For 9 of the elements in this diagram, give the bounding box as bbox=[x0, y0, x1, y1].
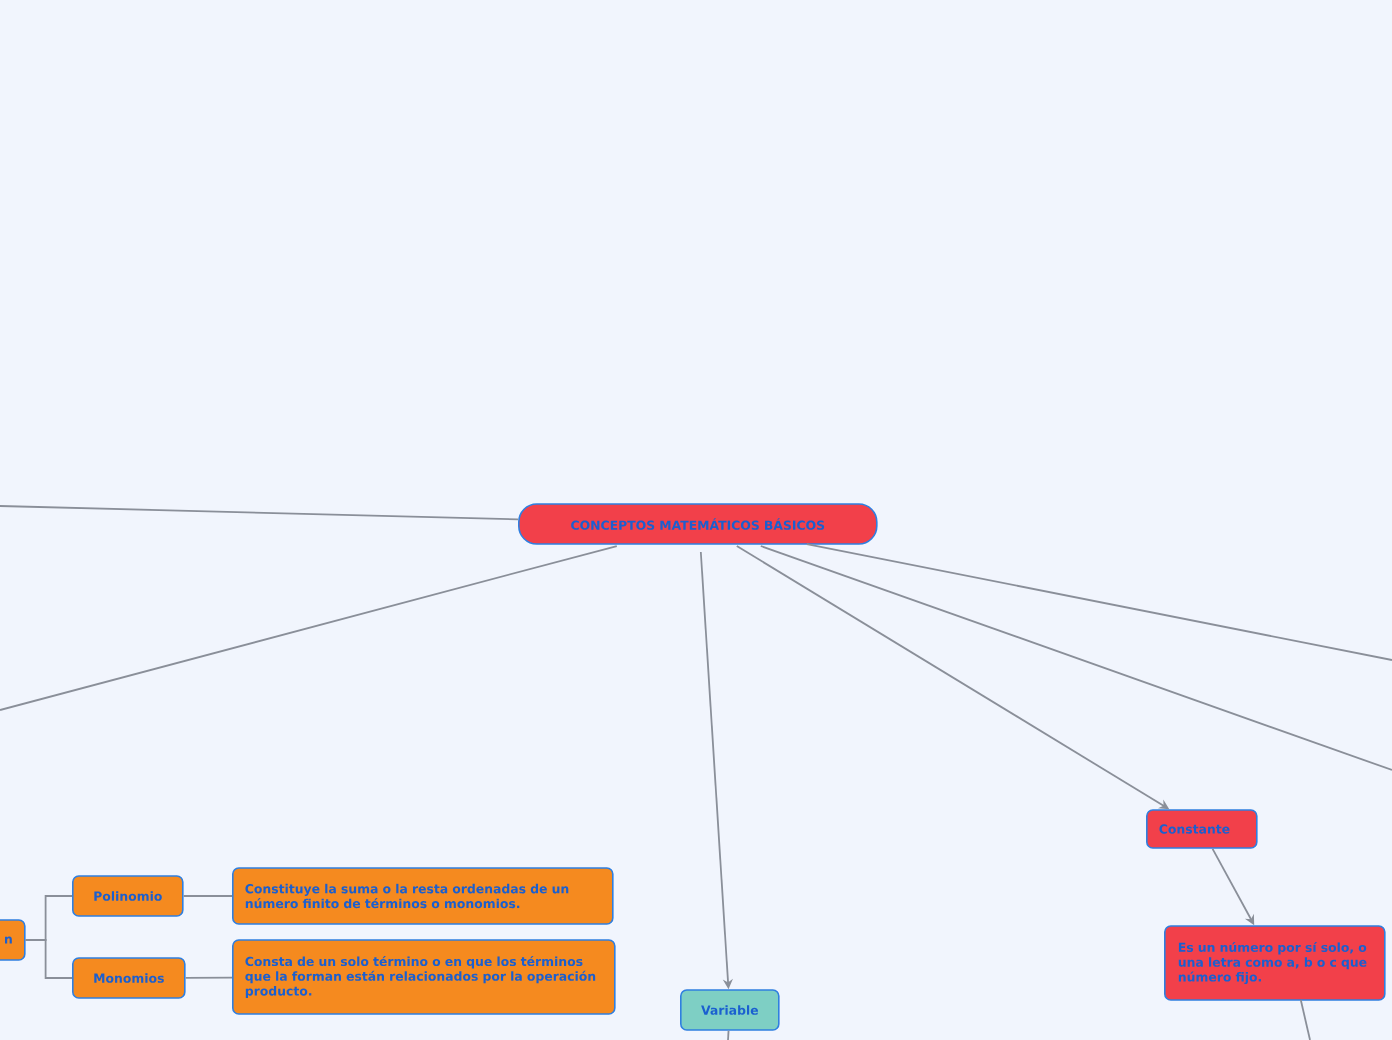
connector-line bbox=[727, 1029, 730, 1040]
connector-line bbox=[759, 545, 1392, 771]
connector-line bbox=[182, 895, 233, 897]
connector-line bbox=[0, 545, 618, 711]
connector-line bbox=[24, 939, 73, 979]
connector-line bbox=[0, 505, 519, 521]
connector-line bbox=[1299, 999, 1311, 1040]
connector-line bbox=[805, 543, 1392, 661]
connector-line bbox=[184, 976, 233, 979]
